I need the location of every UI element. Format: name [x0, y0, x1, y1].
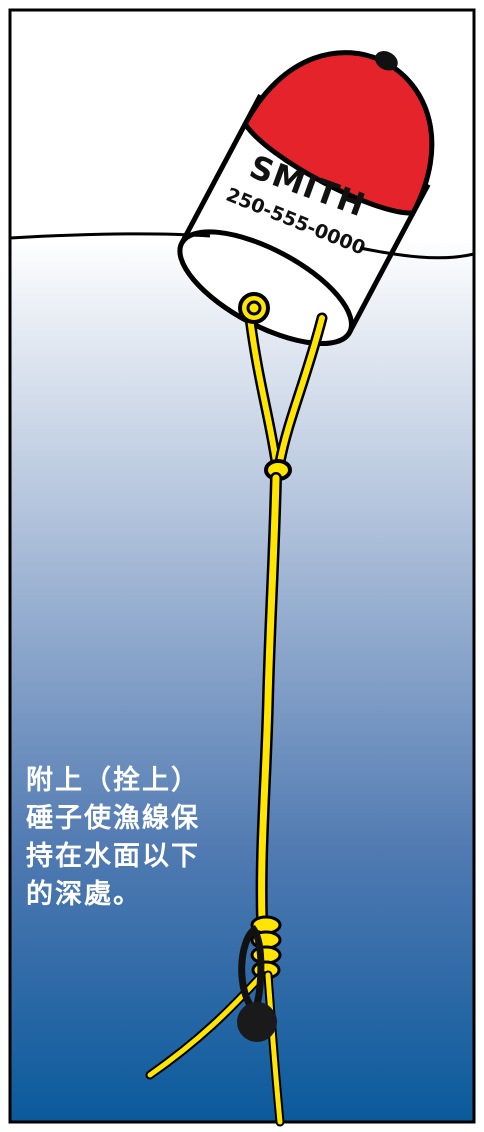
caption-line-4: 的深處。: [26, 879, 142, 910]
water: [10, 236, 474, 1123]
rope: [145, 292, 328, 1127]
rope-main-line: [258, 474, 280, 924]
frame-border: [8, 8, 476, 1124]
caption-line-1: 附上（拴上）: [26, 765, 200, 796]
sinker-ball: [237, 1002, 277, 1042]
water-surface-line-right: [359, 246, 475, 260]
caption-line-2: 硾子使漁線保: [26, 803, 200, 834]
sinker-cord: [238, 925, 265, 1016]
rope-knot-lower: [250, 915, 282, 980]
rope-tag-end: [147, 972, 265, 1078]
buoy-cap: [374, 51, 398, 71]
caption: 附上（拴上） 硾子使漁線保 持在水面以下 的深處。: [26, 762, 246, 914]
water-surface-line: [9, 232, 211, 240]
caption-line-3: 持在水面以下: [26, 841, 200, 872]
sinker-weight: [237, 925, 277, 1042]
rope-standing-line: [265, 972, 283, 1125]
buoy-red-top: [242, 50, 435, 216]
rope-eye-knot: [238, 292, 270, 324]
